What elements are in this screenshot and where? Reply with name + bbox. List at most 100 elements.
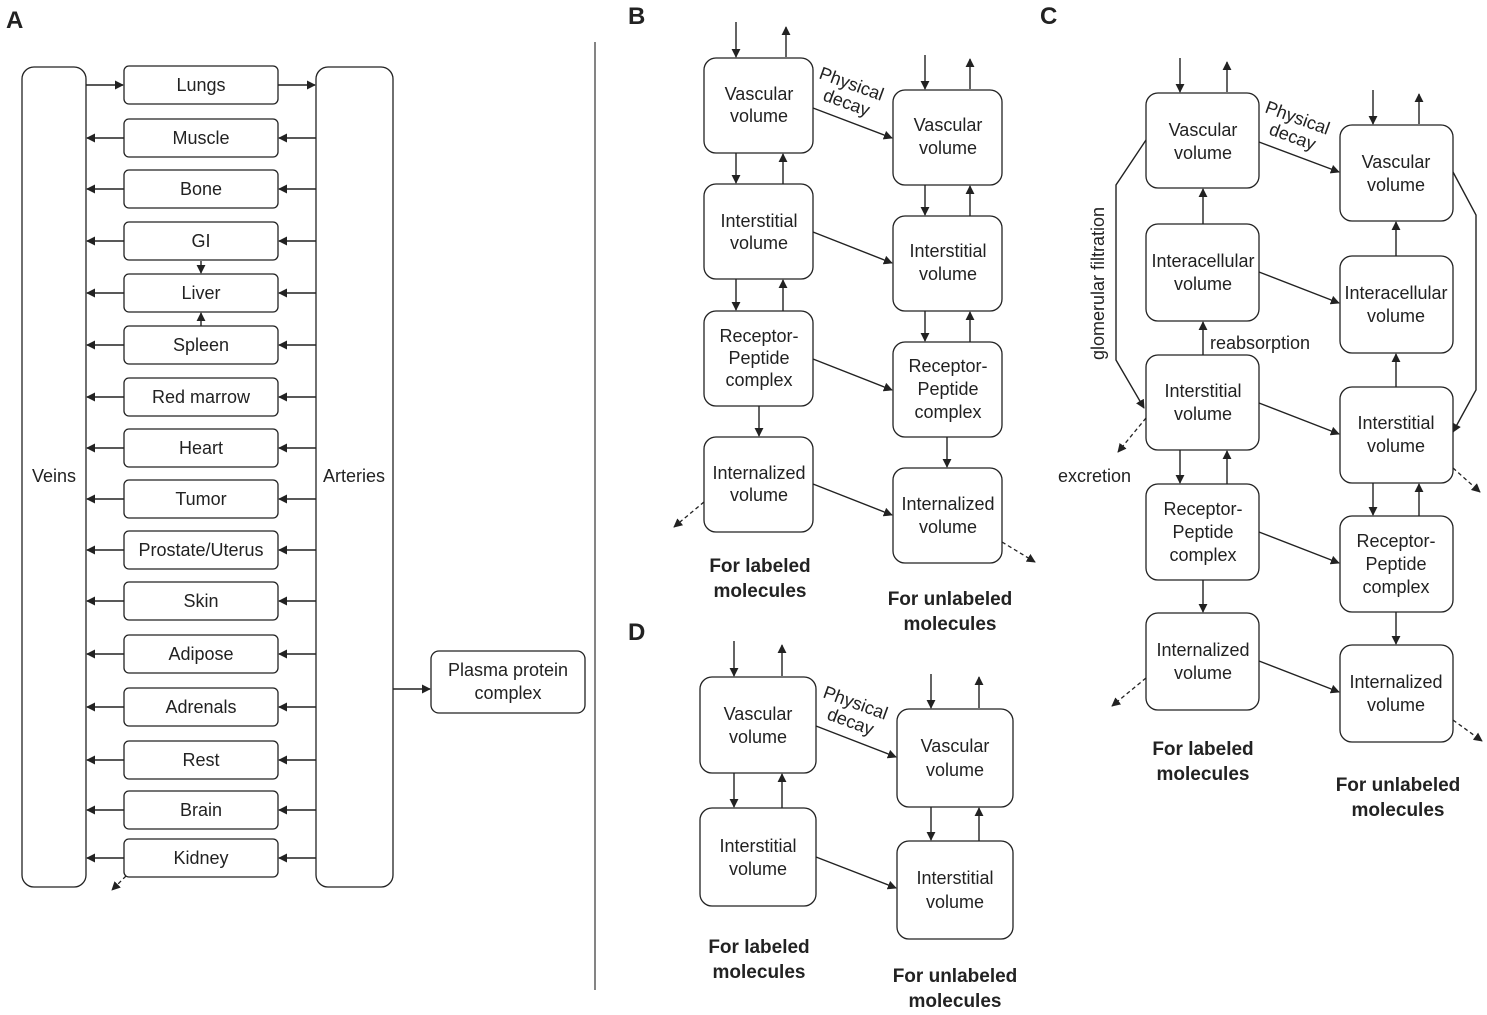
- d-l-vascular-box: [699, 676, 817, 774]
- d-u-interstitial-label: Interstitial: [916, 868, 993, 888]
- organ-label-prostate-uterus: Prostate/Uterus: [138, 540, 263, 560]
- b-l-internalized-label-2: volume: [730, 485, 788, 505]
- c-l-internal-excretion: [1111, 677, 1147, 707]
- organ-label-rest: Rest: [182, 750, 219, 770]
- c-u-internal-excretion: [1452, 719, 1483, 742]
- c-l-interstitial-box: [1145, 354, 1260, 451]
- plasma-protein-box: [430, 650, 586, 714]
- c-u-vascular-box: [1339, 124, 1454, 222]
- c-l-interstitial-label: Interstitial: [1164, 381, 1241, 401]
- c-u-vascular-label: Vascular: [1362, 152, 1431, 172]
- plasma-protein-label-2: complex: [474, 683, 541, 703]
- d-l-interstitial-label: Interstitial: [719, 836, 796, 856]
- b-u-vascular-box: [892, 89, 1003, 186]
- b-u-receptor-label-3: complex: [914, 402, 981, 422]
- organ-label-red-marrow: Red marrow: [152, 387, 251, 407]
- panel-label-a: A: [6, 7, 23, 34]
- c-l-vascular-box: [1145, 92, 1260, 189]
- b-decay-vascular: [812, 107, 893, 140]
- c-u-internalized-label-2: volume: [1367, 695, 1425, 715]
- b-l-receptor-label-3: complex: [725, 370, 792, 390]
- panel-d: Vascular volume Interstitial volume Vasc…: [699, 641, 1017, 1012]
- b-l-interstitial-label-2: volume: [730, 233, 788, 253]
- d-u-vascular-box: [896, 708, 1014, 808]
- b-l-excretion-arrow: [673, 501, 705, 528]
- c-decay-internalized: [1258, 660, 1340, 694]
- organ-label-liver: Liver: [181, 283, 220, 303]
- c-u-receptor-label-3: complex: [1362, 577, 1429, 597]
- b-u-receptor-label: Receptor-: [908, 356, 987, 376]
- b-u-vascular-label: Vascular: [914, 115, 983, 135]
- b-l-vascular-label-2: volume: [730, 106, 788, 126]
- b-decay-internalized: [812, 483, 893, 517]
- c-l-receptor-label-2: Peptide: [1172, 522, 1233, 542]
- d-u-vascular-label-2: volume: [926, 760, 984, 780]
- b-l-vascular-box: [703, 57, 814, 154]
- c-decay-interstitial: [1258, 402, 1340, 436]
- c-glomerular-label: glomerular filtration: [1088, 207, 1108, 360]
- b-u-excretion-arrow: [1001, 541, 1036, 563]
- b-l-internalized-label: Internalized: [712, 463, 805, 483]
- b-u-internalized-label-2: volume: [919, 517, 977, 537]
- c-l-vascular-label-2: volume: [1174, 143, 1232, 163]
- d-caption-labeled: For labeled: [708, 937, 809, 958]
- d-l-interstitial-label-2: volume: [729, 859, 787, 879]
- c-u-interstitial-excretion: [1452, 467, 1481, 493]
- d-l-vascular-label: Vascular: [724, 704, 793, 724]
- b-l-receptor-label-2: Peptide: [728, 348, 789, 368]
- veins-label: Veins: [32, 466, 76, 486]
- c-u-interstitial-label: Interstitial: [1357, 413, 1434, 433]
- c-l-receptor-label-3: complex: [1169, 545, 1236, 565]
- b-l-vascular-label: Vascular: [725, 84, 794, 104]
- b-caption-labeled-2: molecules: [714, 581, 807, 602]
- c-u-vascular-label-2: volume: [1367, 175, 1425, 195]
- organ-label-muscle: Muscle: [172, 128, 229, 148]
- d-u-interstitial-box: [896, 840, 1014, 940]
- organ-label-heart: Heart: [179, 438, 223, 458]
- d-decay-interstitial: [815, 856, 897, 890]
- c-decay-intracellular: [1258, 271, 1340, 305]
- b-u-interstitial-label: Interstitial: [909, 241, 986, 261]
- d-l-vascular-label-2: volume: [729, 727, 787, 747]
- c-decay-receptor: [1258, 531, 1340, 565]
- d-u-vascular-label: Vascular: [921, 736, 990, 756]
- b-u-internalized-box: [892, 467, 1003, 564]
- c-l-receptor-label: Receptor-: [1163, 499, 1242, 519]
- b-u-receptor-label-2: Peptide: [917, 379, 978, 399]
- c-l-glomerular-path: [1115, 139, 1147, 409]
- c-u-glomerular-path: [1452, 171, 1477, 433]
- c-caption-unlabeled: For unlabeled: [1336, 775, 1461, 796]
- b-decay-interstitial: [812, 231, 893, 265]
- panel-label-c: C: [1040, 3, 1057, 30]
- c-l-intracellular-box: [1145, 223, 1260, 322]
- c-u-receptor-label-2: Peptide: [1365, 554, 1426, 574]
- b-l-interstitial-box: [703, 183, 814, 280]
- organ-label-adipose: Adipose: [168, 644, 233, 664]
- panel-label-b: B: [628, 3, 645, 30]
- d-l-interstitial-box: [699, 807, 817, 907]
- plasma-protein-label: Plasma protein: [448, 660, 568, 680]
- c-l-intracellular-label: Interacellular: [1151, 251, 1254, 271]
- arteries-box: [315, 66, 394, 888]
- b-l-receptor-label: Receptor-: [719, 326, 798, 346]
- c-u-intracellular-label: Interacellular: [1344, 283, 1447, 303]
- d-caption-unlabeled-2: molecules: [909, 991, 1002, 1012]
- b-caption-unlabeled: For unlabeled: [888, 589, 1013, 610]
- c-u-internalized-label: Internalized: [1349, 672, 1442, 692]
- organ-label-tumor: Tumor: [175, 489, 226, 509]
- organ-label-lungs: Lungs: [176, 75, 225, 95]
- b-u-internalized-label: Internalized: [901, 494, 994, 514]
- c-u-receptor-label: Receptor-: [1356, 531, 1435, 551]
- d-decay-vascular: [815, 725, 897, 759]
- organ-label-gi: GI: [191, 231, 210, 251]
- c-u-interstitial-label-2: volume: [1367, 436, 1425, 456]
- c-u-internalized-box: [1339, 644, 1454, 743]
- b-caption-labeled: For labeled: [709, 556, 810, 577]
- c-l-internalized-box: [1145, 612, 1260, 711]
- c-excretion-label: excretion: [1058, 466, 1131, 486]
- c-l-intracellular-label-2: volume: [1174, 274, 1232, 294]
- veins-box: [21, 66, 87, 888]
- kidney-excretion-arrow: [111, 875, 127, 891]
- b-u-interstitial-label-2: volume: [919, 264, 977, 284]
